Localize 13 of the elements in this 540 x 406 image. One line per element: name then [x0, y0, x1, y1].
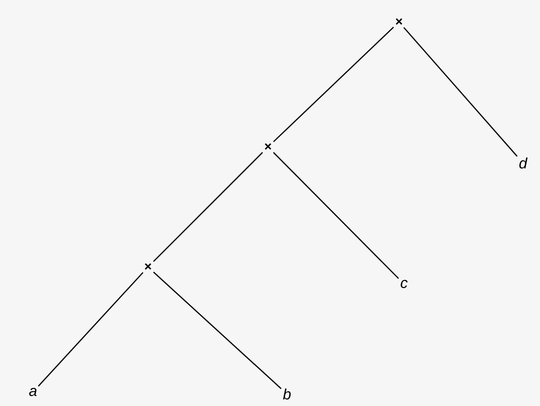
cross-mark: × — [264, 143, 272, 150]
tree-branch — [153, 272, 282, 390]
cross-mark: × — [144, 263, 152, 270]
tree-branch — [273, 26, 394, 142]
tree-branch — [273, 152, 399, 279]
leaf-label: c — [400, 280, 408, 288]
tree-branch — [403, 27, 518, 157]
leaf-label: b — [283, 388, 291, 400]
tree-branch — [38, 272, 144, 387]
leaf-label: d — [519, 157, 528, 168]
tree-branch — [153, 152, 263, 262]
cross-mark: × — [396, 18, 402, 25]
leaf-label: a — [29, 388, 37, 396]
